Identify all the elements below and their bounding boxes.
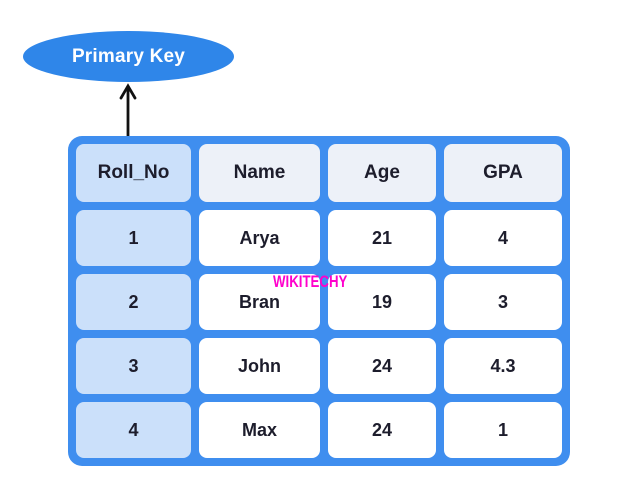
column-header-age: Age [328,144,436,202]
table-cell: 1 [444,402,562,458]
column-header-name: Name [199,144,320,202]
table-cell: 3 [444,274,562,330]
table-cell: 24 [328,402,436,458]
column-header-roll_no: Roll_No [76,144,191,202]
table-cell: 2 [76,274,191,330]
table-cell: Max [199,402,320,458]
table-cell: 4.3 [444,338,562,394]
table-cell: 4 [444,210,562,266]
table-cell: John [199,338,320,394]
arrow-up-icon [119,83,137,137]
table-cell: 24 [328,338,436,394]
primary-key-callout: Primary Key [23,31,234,82]
table-cell: 19 [328,274,436,330]
column-header-gpa: GPA [444,144,562,202]
primary-key-label: Primary Key [71,45,186,67]
table-cell: Arya [199,210,320,266]
table-cell: 1 [76,210,191,266]
table-cell: 4 [76,402,191,458]
table-cell: Bran [199,274,320,330]
watermark: WIKITECHY [273,272,348,291]
table-cell: 21 [328,210,436,266]
table-cell: 3 [76,338,191,394]
